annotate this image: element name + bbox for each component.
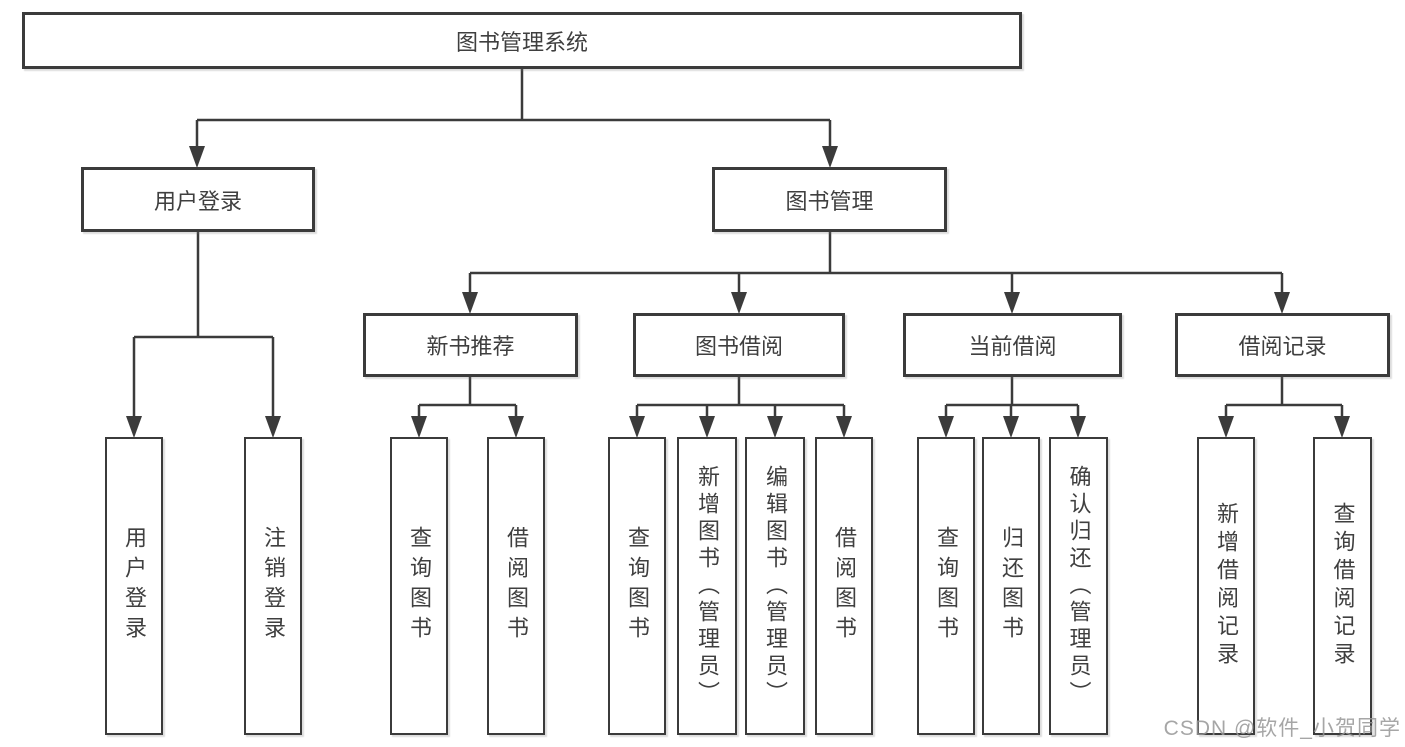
node-current-borrow: 当前借阅 — [903, 313, 1122, 377]
leaf-return-books-label: 归还图书 — [999, 526, 1024, 646]
leaf-confirm-return-admin-label: 确认归还（管理员） — [1066, 464, 1092, 708]
leaf-logout: 注销登录 — [244, 437, 302, 735]
leaf-user-login-label: 用户登录 — [122, 526, 147, 646]
watermark: CSDN @软件_小贺同学 — [1163, 717, 1401, 740]
leaf-add-book-admin-label: 新增图书（管理员） — [695, 464, 720, 708]
leaf-add-borrow-record: 新增借阅记录 — [1197, 437, 1255, 735]
node-new-book-recommend-label: 新书推荐 — [426, 334, 515, 359]
node-root-label: 图书管理系统 — [455, 29, 588, 55]
node-root: 图书管理系统 — [22, 12, 1022, 69]
node-book-management: 图书管理 — [712, 167, 947, 232]
leaf-add-book-admin: 新增图书（管理员） — [677, 437, 737, 735]
leaf-confirm-return-admin: 确认归还（管理员） — [1049, 437, 1108, 735]
node-book-borrow: 图书借阅 — [633, 313, 845, 377]
node-borrow-records: 借阅记录 — [1175, 313, 1390, 377]
node-book-borrow-label: 图书借阅 — [694, 334, 783, 359]
node-borrow-records-label: 借阅记录 — [1238, 334, 1327, 359]
leaf-query-books-borrow-label: 查询图书 — [625, 526, 650, 646]
node-current-borrow-label: 当前借阅 — [968, 334, 1057, 359]
leaf-return-books: 归还图书 — [982, 437, 1040, 735]
leaf-query-books-current: 查询图书 — [917, 437, 975, 735]
leaf-borrow-books: 借阅图书 — [815, 437, 873, 735]
leaf-edit-book-admin: 编辑图书（管理员） — [745, 437, 805, 735]
leaf-query-books-recommend-label: 查询图书 — [407, 526, 432, 646]
leaf-logout-label: 注销登录 — [261, 526, 286, 646]
leaf-edit-book-admin-label: 编辑图书（管理员） — [763, 464, 788, 708]
node-user-login-label: 用户登录 — [153, 188, 242, 214]
leaf-borrow-books-recommend-label: 借阅图书 — [504, 526, 529, 646]
node-user-login: 用户登录 — [81, 167, 315, 232]
leaf-query-borrow-record: 查询借阅记录 — [1313, 437, 1372, 735]
leaf-query-borrow-record-label: 查询借阅记录 — [1330, 502, 1356, 670]
leaf-user-login: 用户登录 — [105, 437, 163, 735]
node-new-book-recommend: 新书推荐 — [363, 313, 578, 377]
leaf-add-borrow-record-label: 新增借阅记录 — [1214, 502, 1239, 670]
leaf-query-books-borrow: 查询图书 — [608, 437, 666, 735]
node-book-management-label: 图书管理 — [785, 188, 874, 214]
leaf-borrow-books-label: 借阅图书 — [832, 526, 857, 646]
leaf-query-books-current-label: 查询图书 — [934, 526, 959, 646]
leaf-query-books-recommend: 查询图书 — [390, 437, 448, 735]
leaf-borrow-books-recommend: 借阅图书 — [487, 437, 545, 735]
